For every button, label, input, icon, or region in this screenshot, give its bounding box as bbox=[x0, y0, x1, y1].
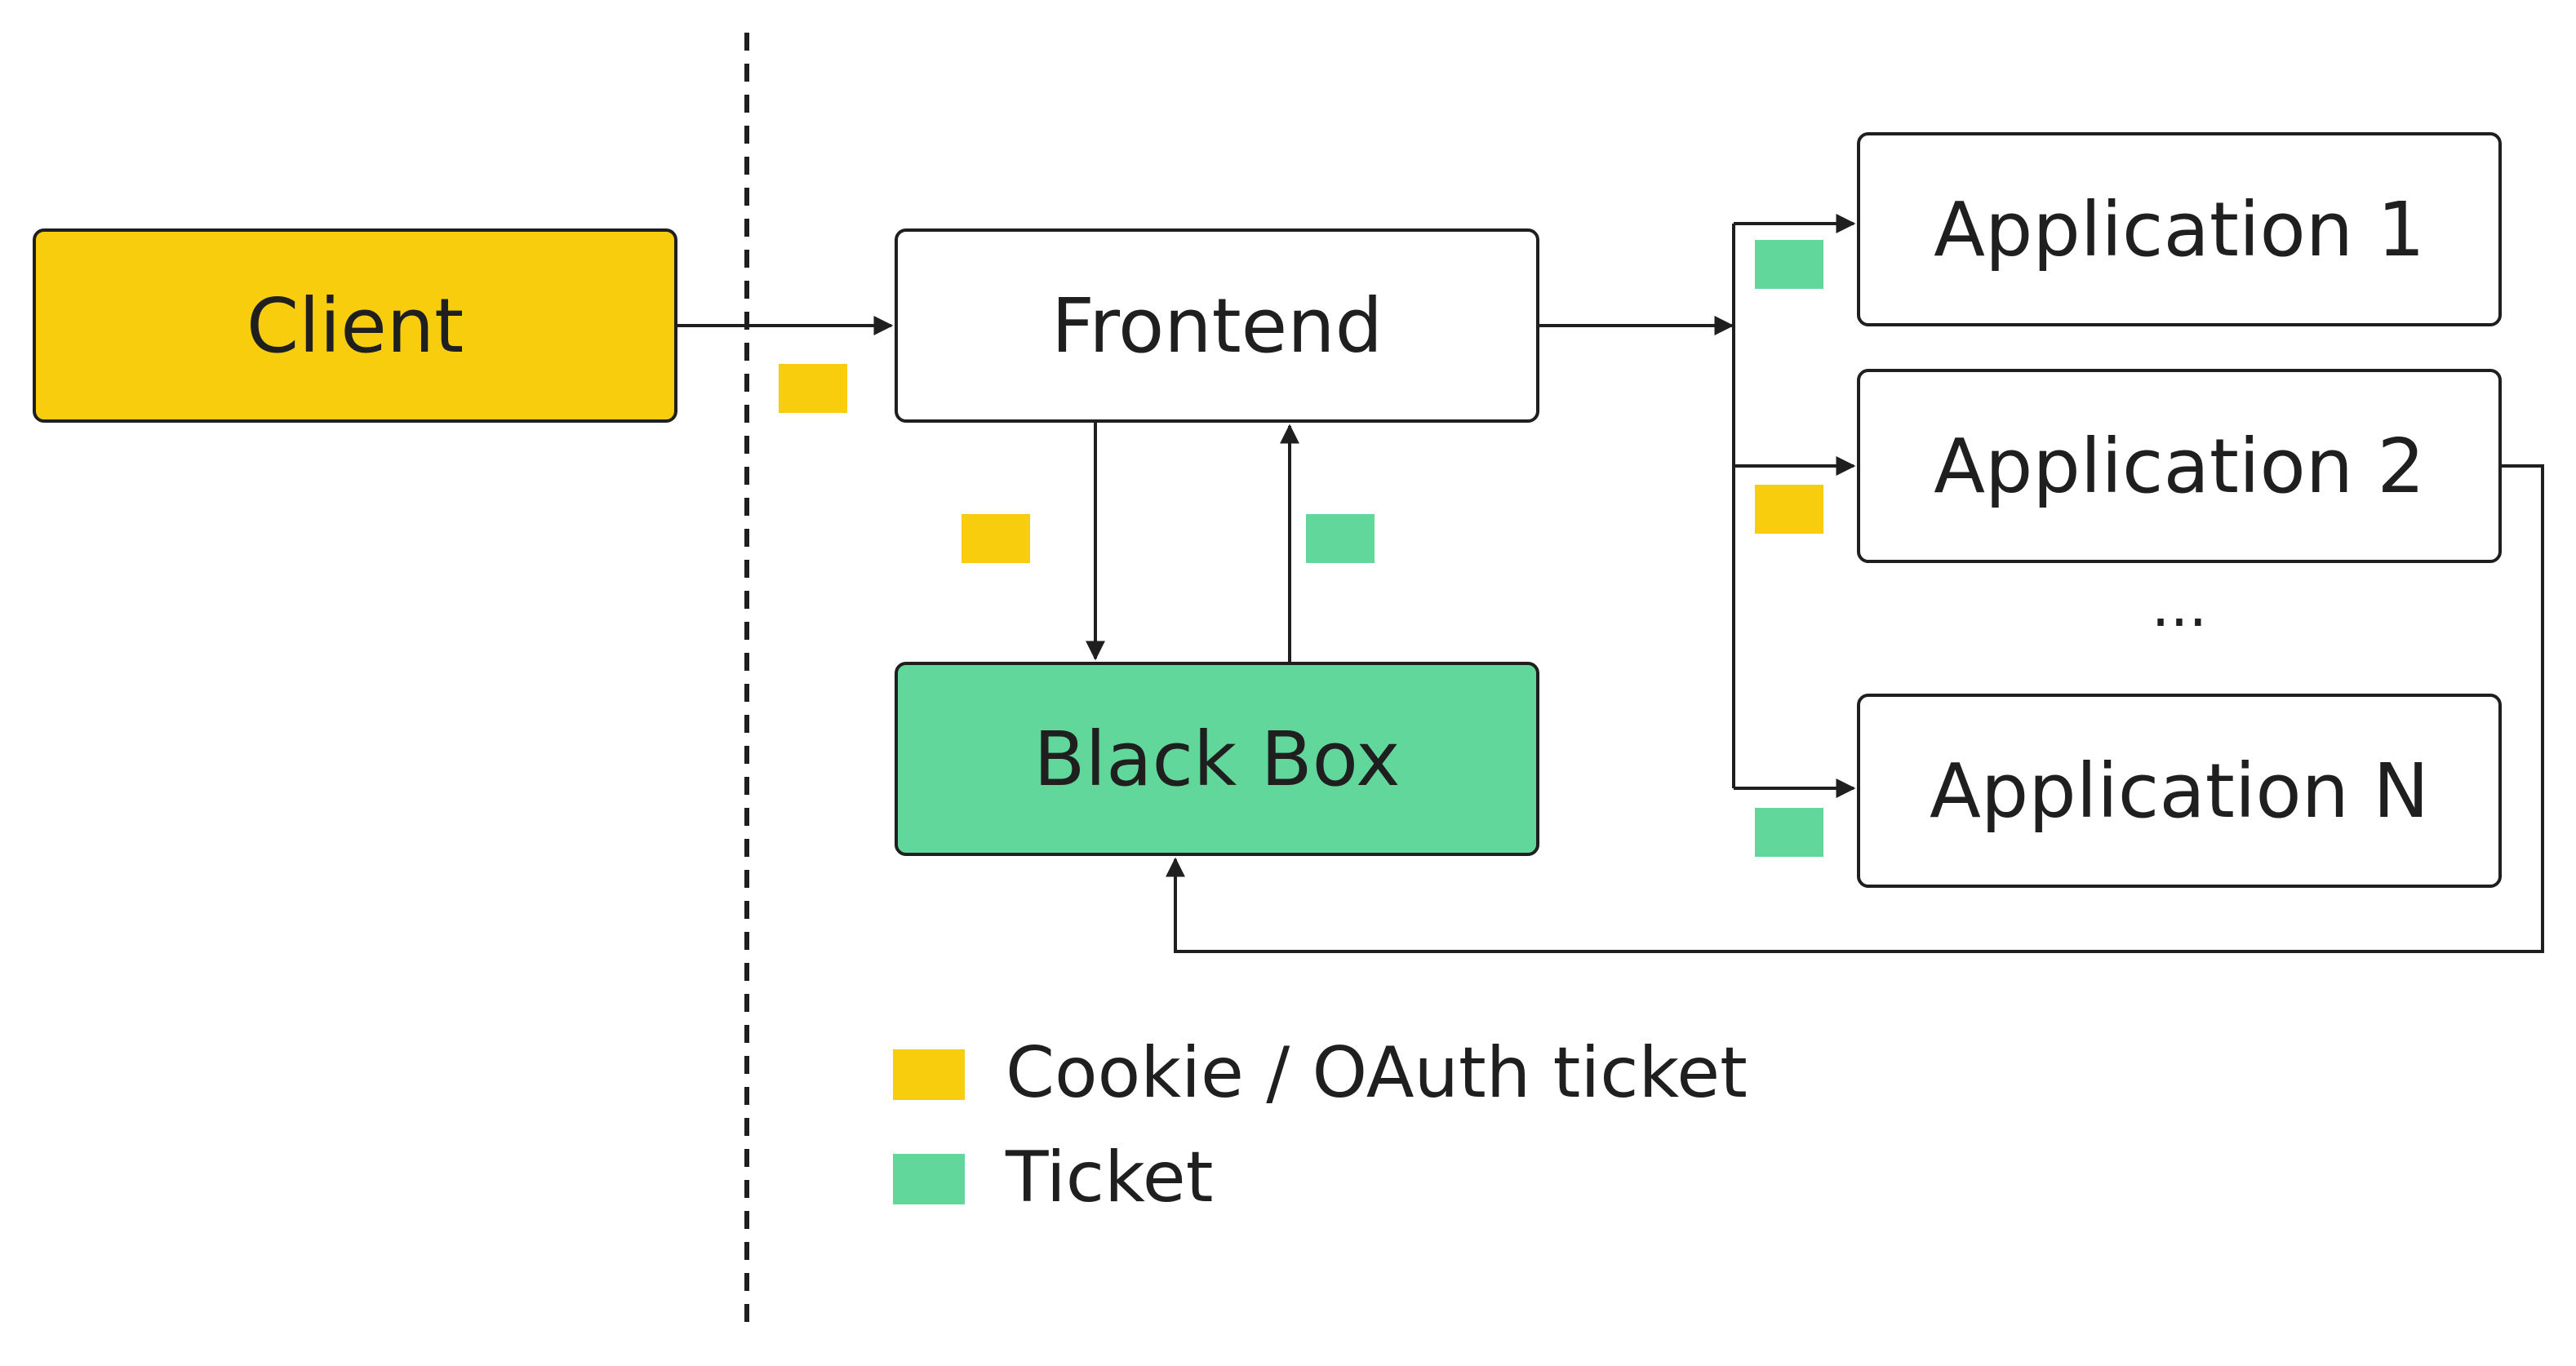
frontend-label: Frontend bbox=[1050, 282, 1383, 370]
blackbox-label: Black Box bbox=[1033, 715, 1401, 803]
ticket-token-app1 bbox=[1755, 240, 1823, 289]
application-n-label: Application N bbox=[1929, 747, 2430, 835]
legend-cookie-swatch bbox=[893, 1049, 965, 1100]
cookie-token-frontend-blackbox bbox=[962, 514, 1030, 563]
legend-ticket-swatch bbox=[893, 1154, 965, 1204]
blackbox-node: Black Box bbox=[895, 662, 1539, 856]
app2-to-blackbox-arrow bbox=[1166, 464, 2544, 953]
application-1-label: Application 1 bbox=[1934, 185, 2425, 273]
cookie-token-client-frontend bbox=[779, 364, 847, 413]
application-2-node: Application 2 bbox=[1857, 369, 2502, 563]
ticket-token-appn bbox=[1755, 808, 1823, 857]
legend-cookie-label: Cookie / OAuth ticket bbox=[1006, 1032, 1748, 1114]
client-label: Client bbox=[246, 282, 464, 370]
frontend-node: Frontend bbox=[895, 228, 1539, 423]
ticket-token-blackbox-frontend bbox=[1306, 514, 1375, 563]
legend-ticket-label: Ticket bbox=[1006, 1137, 1214, 1218]
more-applications-ellipsis: ... bbox=[2151, 571, 2208, 640]
application-2-label: Application 2 bbox=[1934, 422, 2425, 510]
cookie-token-app2 bbox=[1755, 485, 1823, 534]
client-node: Client bbox=[33, 228, 677, 423]
application-1-node: Application 1 bbox=[1857, 132, 2502, 326]
application-n-node: Application N bbox=[1857, 694, 2502, 888]
